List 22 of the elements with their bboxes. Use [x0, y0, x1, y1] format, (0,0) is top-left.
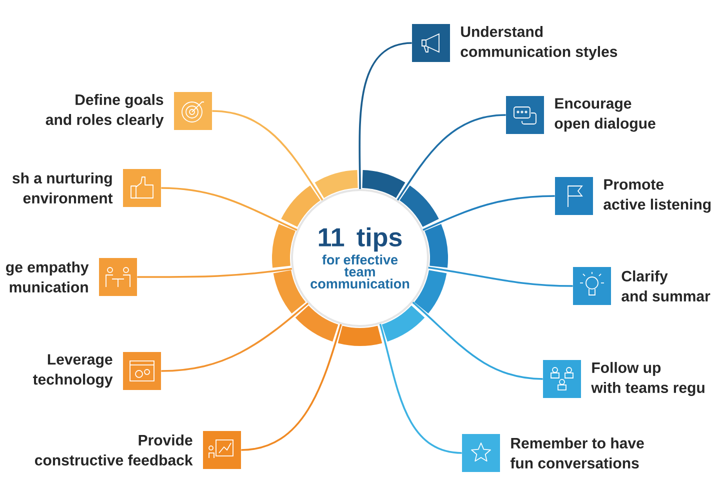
connector-line — [396, 114, 506, 201]
tip-label: Define goals and roles clearly — [46, 94, 164, 128]
connector-line — [161, 302, 309, 372]
connector-line — [241, 324, 342, 451]
connector-line — [422, 195, 555, 231]
tip-label: Remember to have fun conversations — [510, 437, 644, 468]
tip-label: Understand communication styles — [460, 26, 618, 60]
tip-label: sh a nurturing environment — [12, 172, 113, 204]
connector-line — [161, 187, 298, 231]
tip-label: Encourage open dialogue — [554, 98, 656, 132]
connector-line — [358, 42, 412, 189]
connector-line — [412, 302, 543, 380]
tip-label: Follow up with teams regu — [591, 362, 704, 396]
connector-line — [212, 110, 324, 201]
connector-line — [428, 266, 573, 287]
tip-label: Promote active listening — [604, 179, 711, 213]
tip-label: Provide constructive feedback — [35, 434, 193, 466]
connector-line — [137, 268, 292, 278]
tip-label: ge empathy munication — [6, 261, 89, 292]
tip-label: Clarify and summar — [622, 270, 710, 302]
tip-label: Leverage technology — [33, 354, 113, 388]
connector-line — [379, 324, 462, 454]
